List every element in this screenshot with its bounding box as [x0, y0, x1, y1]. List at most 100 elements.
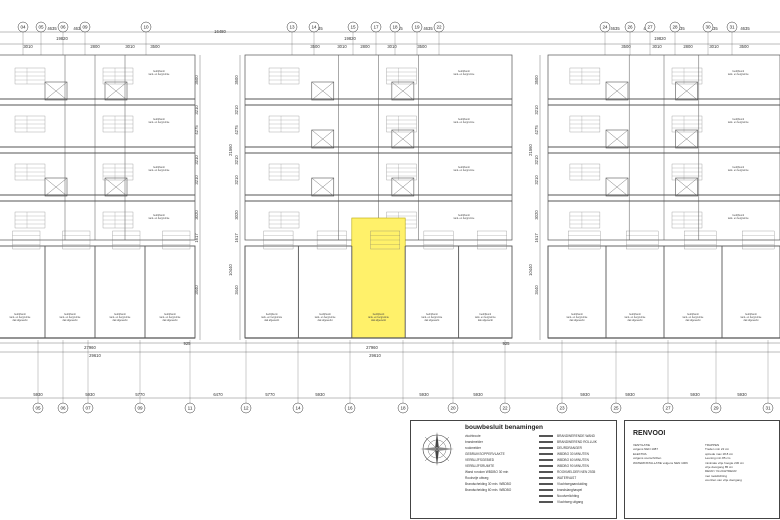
unit-label: tank- en bergruimte — [368, 316, 389, 319]
shaft-cross — [104, 81, 128, 101]
unit-label: dak afgewerkt — [744, 319, 759, 322]
dimension-label: 5930 — [737, 392, 747, 397]
axis-label: 30 — [705, 25, 711, 30]
legend-entry: WBDBO 30 MINUTEN — [539, 451, 597, 457]
north-arrow-icon — [420, 432, 454, 466]
legend-entry: Rookvrije uitweg — [465, 476, 489, 480]
unit-label: bedrijfsunit — [629, 313, 641, 316]
shaft-cross — [311, 129, 334, 149]
shaft-cross — [104, 177, 128, 197]
shaft-cross — [675, 81, 698, 101]
unit-label: bedrijfsunit — [114, 313, 126, 316]
dimension-label: 21560 — [228, 144, 233, 156]
legend-entry: met rookdichting — [705, 473, 728, 478]
legend-entry: Treden min 22 cm — [705, 447, 730, 452]
shaft-cross — [391, 177, 414, 197]
shaft-cross — [675, 177, 698, 197]
dimension-label: 3500 — [739, 44, 749, 49]
legend-entry: Leuning min 85 cm — [705, 456, 731, 461]
dimension-label: 21560 — [528, 144, 533, 156]
axis-bubble — [292, 402, 304, 414]
axis-label: 16 — [347, 406, 353, 411]
room-label: bedrijfsunit — [732, 118, 744, 121]
axis-bubble — [184, 402, 196, 414]
dimension-label: 19820 — [56, 36, 68, 41]
axis-label: 15 — [350, 25, 356, 30]
shaft-cross — [311, 81, 334, 101]
dimension-label: 925 — [503, 341, 511, 346]
axis-label: 06 — [60, 25, 66, 30]
shaft-box — [675, 81, 698, 101]
dimension-label: 4275 — [234, 125, 239, 135]
unit-label: dak afgewerkt — [13, 319, 28, 322]
legend-entry: WBDBO 90 MINUTEN — [539, 463, 597, 469]
unit-label: tank- en bergruimte — [315, 316, 336, 319]
unit-label: tank- en bergruimte — [160, 316, 181, 319]
room-label: tank- en bergruimte — [728, 121, 749, 124]
legend-entry: DEUR / VLUCHTDEUR — [705, 469, 737, 474]
unit-label: bedrijfsunit — [571, 313, 583, 316]
axis-label: 27 — [647, 25, 653, 30]
room-label: tank- en bergruimte — [728, 169, 749, 172]
unit-label: bedrijfsunit — [745, 313, 757, 316]
legend-swatch-icon — [539, 477, 553, 480]
room-label: bedrijfsunit — [153, 70, 165, 73]
dimension-label: 3010 — [387, 44, 397, 49]
legend-entry: TRAPPEN — [705, 443, 720, 447]
unit-label: dak afgewerkt — [628, 319, 643, 322]
shaft-cross — [605, 81, 629, 101]
axis-label: 23 — [559, 406, 565, 411]
legend-swatch-icon — [539, 471, 553, 474]
shaft-cross — [44, 81, 68, 101]
axis-bubble — [556, 402, 568, 414]
dimension-label: 2800 — [90, 44, 100, 49]
dimension-label: 29610 — [89, 353, 101, 358]
unit-label: bedrijfsunit — [64, 313, 76, 316]
legend-entry: WATERVAST — [539, 475, 597, 481]
dimension-label: 2800 — [683, 44, 693, 49]
unit-label: tank- en bergruimte — [683, 316, 704, 319]
legend-entry: WATERINSTALLATIE volgens NEN 1006 — [633, 460, 688, 465]
shaft-box — [605, 129, 629, 149]
axis-label: 10 — [143, 25, 149, 30]
unit-label: dak afgewerkt — [318, 319, 333, 322]
room-label: tank- en bergruimte — [454, 73, 475, 76]
dimension-label: 4635 — [423, 26, 433, 31]
axis-label: 31 — [729, 25, 735, 30]
unit-label: bedrijfsunit — [319, 313, 331, 316]
shaft-box — [675, 177, 698, 197]
unit-label: dak afgewerkt — [113, 319, 128, 322]
axis-label: 22 — [502, 406, 508, 411]
room-label: bedrijfsunit — [153, 166, 165, 169]
legend-swatch-icon — [539, 495, 553, 498]
axis-bubble — [344, 402, 356, 414]
axis-label: 22 — [436, 25, 442, 30]
legend-entry: Brandscheiding 60 min. WBDBO — [465, 488, 512, 492]
axis-bubble — [710, 402, 722, 414]
dimension-label: 3010 — [23, 44, 33, 49]
unit-label: tank- en bergruimte — [625, 316, 646, 319]
dimension-label: 3440 — [534, 285, 539, 295]
room-label: bedrijfsunit — [732, 70, 744, 73]
axis-bubble — [447, 402, 459, 414]
legend-swatch-icon — [539, 435, 553, 438]
axis-label: 24 — [602, 25, 608, 30]
unit-label: tank- en bergruimte — [741, 316, 762, 319]
dimension-label: 4635 — [708, 26, 718, 31]
legend-entry: volgens NEN 1087 — [633, 447, 659, 452]
legend-entry: vrije doorgang 85 cm — [705, 465, 734, 470]
room-label: tank- en bergruimte — [454, 217, 475, 220]
legend-entry: volgens voorschriften — [633, 456, 662, 461]
legend-swatch-icon — [539, 501, 553, 504]
shaft-box — [605, 81, 629, 101]
room-label: bedrijfsunit — [458, 70, 470, 73]
room-label: bedrijfsunit — [732, 166, 744, 169]
shaft-box — [44, 177, 68, 197]
legend-entry: BRANDWERENDE WAND — [539, 433, 597, 439]
room-label: tank- en bergruimte — [149, 217, 170, 220]
axis-bubble — [610, 402, 622, 414]
